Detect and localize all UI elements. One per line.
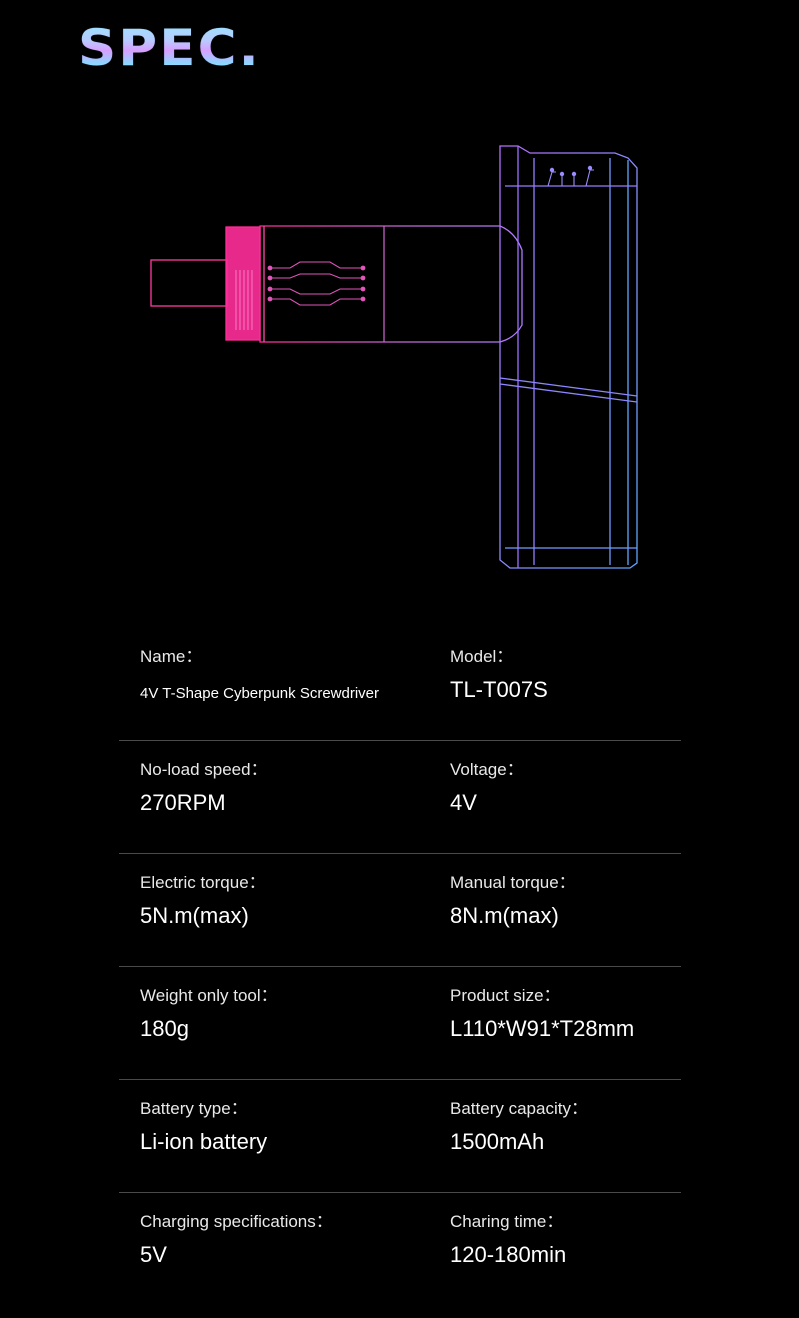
spec-label: No-load speed： [140, 760, 268, 779]
spec-row-torque: Electric torque： 5N.m(max) Manual torque… [119, 854, 681, 967]
spec-row-name-model: Name： 4V T-Shape Cyberpunk Screwdriver M… [119, 628, 681, 741]
spec-value: 270RPM [140, 790, 226, 815]
spec-cell: Battery capacity： 1500mAh [450, 1098, 680, 1156]
spec-heading: SPEC. [78, 19, 261, 77]
spec-row-charging: Charging specifications： 5V Charing time… [119, 1193, 681, 1305]
spec-cell: Battery type： Li-ion battery [140, 1098, 440, 1156]
spec-label: Product size： [450, 986, 561, 1005]
spec-row-weight-size: Weight only tool： 180g Product size： L11… [119, 967, 681, 1080]
spec-cell: Charing time： 120-180min [450, 1211, 680, 1269]
spec-value: Li-ion battery [140, 1129, 268, 1154]
spec-value: 8N.m(max) [450, 903, 559, 928]
spec-value: L110*W91*T28mm [450, 1016, 635, 1041]
spec-label: Charing time： [450, 1212, 564, 1231]
spec-label: Weight only tool： [140, 986, 278, 1005]
spec-table: Name： 4V T-Shape Cyberpunk Screwdriver M… [119, 628, 681, 1305]
spec-value: 4V T-Shape Cyberpunk Screwdriver [140, 685, 380, 702]
spec-label: Voltage： [450, 760, 524, 779]
spec-label: Name： [140, 647, 203, 666]
spec-label: Battery type： [140, 1099, 248, 1118]
spec-cell: Charging specifications： 5V [140, 1211, 440, 1269]
spec-row-speed-voltage: No-load speed： 270RPM Voltage： 4V [119, 741, 681, 854]
spec-cell: Electric torque： 5N.m(max) [140, 872, 440, 930]
spec-cell: No-load speed： 270RPM [140, 759, 440, 817]
spec-value: 4V [450, 790, 477, 815]
spec-label: Manual torque： [450, 873, 576, 892]
spec-label: Charging specifications： [140, 1212, 333, 1231]
spec-cell: Name： 4V T-Shape Cyberpunk Screwdriver [140, 646, 440, 708]
spec-row-battery: Battery type： Li-ion battery Battery cap… [119, 1080, 681, 1193]
spec-label: Model： [450, 647, 514, 666]
spec-value: TL-T007S [450, 677, 548, 702]
spec-value: 5V [140, 1242, 167, 1267]
spec-cell: Weight only tool： 180g [140, 985, 440, 1043]
spec-value: 1500mAh [450, 1129, 545, 1154]
spec-cell: Product size： L110*W91*T28mm [450, 985, 680, 1043]
spec-label: Battery capacity： [450, 1099, 588, 1118]
spec-value: 5N.m(max) [140, 903, 249, 928]
spec-value: 120-180min [450, 1242, 567, 1267]
spec-cell: Voltage： 4V [450, 759, 680, 817]
spec-value: 180g [140, 1016, 189, 1041]
screwdriver-illustration [150, 145, 638, 569]
spec-cell: Model： TL-T007S [450, 646, 680, 704]
spec-label: Electric torque： [140, 873, 266, 892]
spec-cell: Manual torque： 8N.m(max) [450, 872, 680, 930]
